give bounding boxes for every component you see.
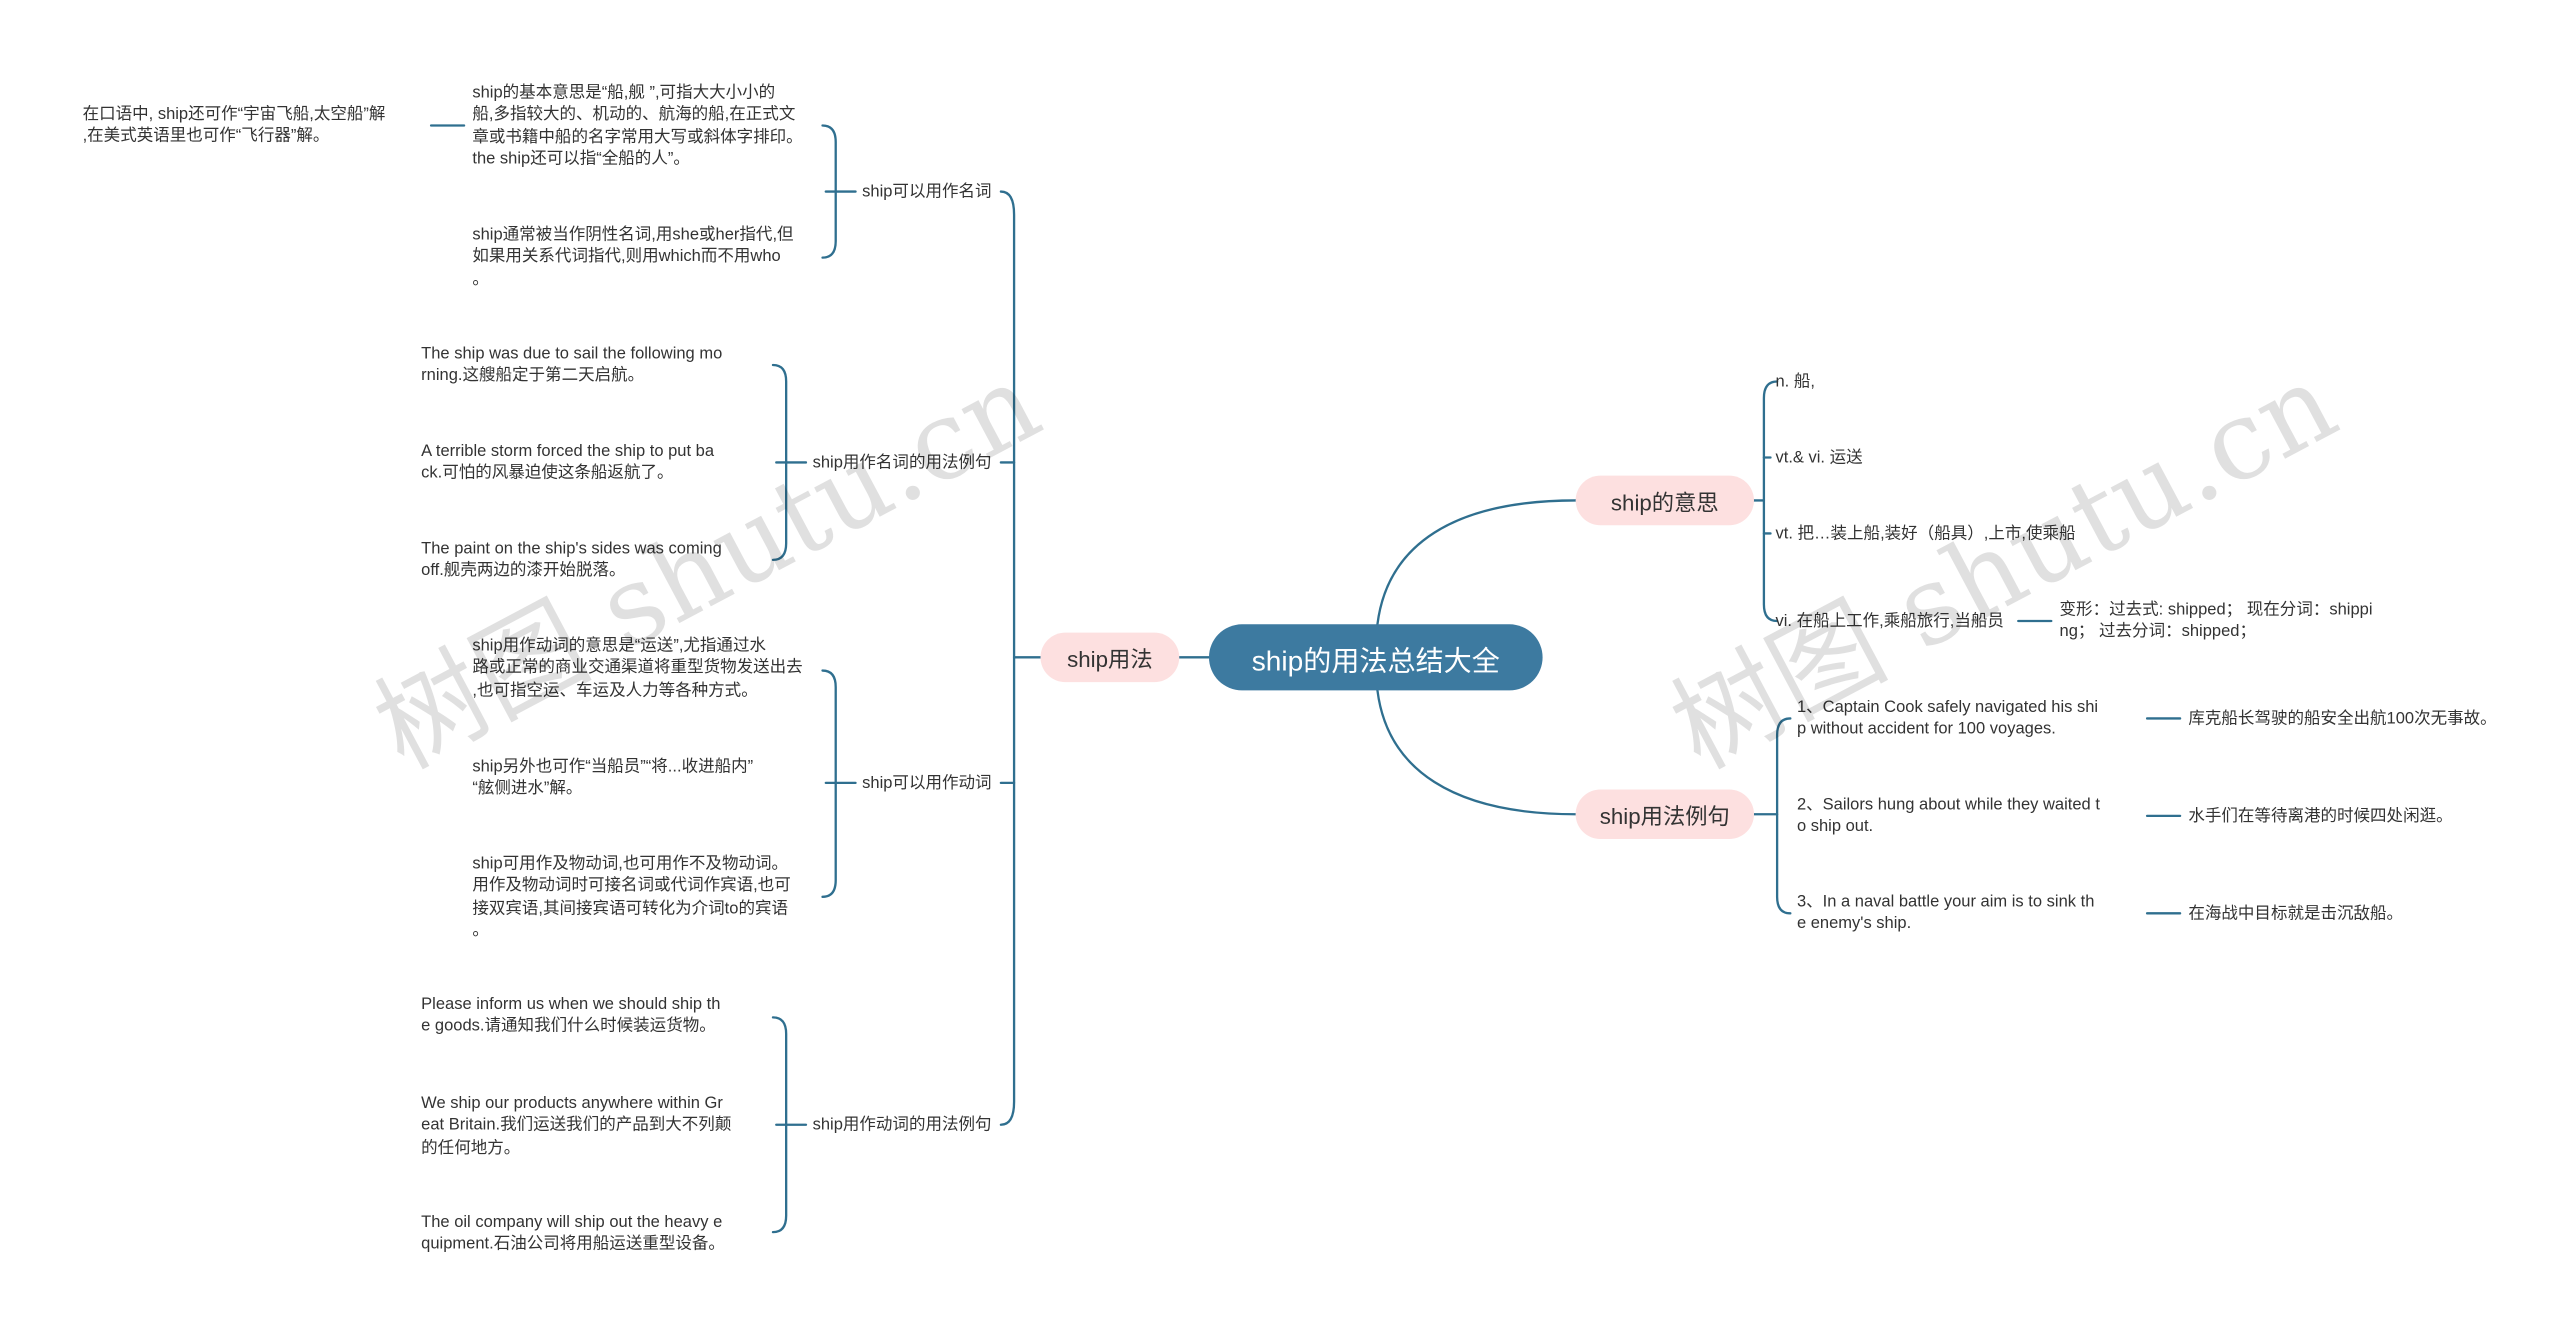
example-en-3: 3、In a naval battle your aim is to sink … — [1796, 893, 2095, 934]
verb-example-2: We ship our products anywhere within Gr … — [421, 1095, 732, 1158]
bracket-noun-examples — [771, 363, 788, 562]
noun-example-1: The ship was due to sail the following m… — [421, 345, 723, 386]
bracket-verb-examples — [771, 1016, 788, 1234]
meaning-leaf-3: vt. 把…装上船,装好（船具）,上市,使乘船 — [1775, 525, 2076, 544]
topic-noun-examples[interactable]: ship用作名词的用法例句 — [812, 454, 992, 473]
link-center-meaning — [1376, 499, 1577, 626]
topic-verb-examples[interactable]: ship用作动词的用法例句 — [812, 1116, 992, 1135]
noun-leaf-1: ship的基本意思是“船,舰 ”,可指大大小小的 船,多指较大的、机动的、航海的… — [472, 84, 803, 169]
example-zh-2: 水手们在等待离港的时候四处闲逛。 — [2188, 807, 2453, 826]
bracket-meaning — [1762, 380, 1779, 623]
topic-noun[interactable]: ship可以用作名词 — [862, 183, 992, 202]
central-topic[interactable]: ship的用法总结大全 — [1208, 624, 1543, 691]
bracket-noun — [821, 124, 837, 259]
main-topic-ship-usage[interactable]: ship用法 — [1040, 632, 1180, 683]
noun-note: 在口语中, ship还可作“宇宙飞船,太空船”解 ,在美式英语里也可作“飞行器”… — [82, 105, 386, 147]
meaning-forms: 变形：过去式: shipped； 现在分词：shippi ng； 过去分词：sh… — [2059, 601, 2373, 642]
verb-leaf-3: ship可用作及物动词,也可用作不及物动词。 用作及物动词时可接名词或代词作宾语… — [472, 855, 791, 941]
noun-example-3: The paint on the ship's sides was coming… — [421, 540, 722, 581]
verb-example-1: Please inform us when we should ship th … — [421, 995, 721, 1037]
meaning-leaf-2: vt.& vi. 运送 — [1775, 449, 1863, 468]
noun-example-2: A terrible storm forced the ship to put … — [421, 442, 715, 483]
example-en-1: 1、Captain Cook safely navigated his shi … — [1796, 698, 2099, 739]
example-zh-3: 在海战中目标就是击沉敌船。 — [2188, 905, 2404, 924]
example-en-2: 2、Sailors hung about while they waited t… — [1796, 796, 2100, 837]
meaning-leaf-1: n. 船, — [1775, 373, 1815, 392]
bracket-examples — [1775, 717, 1792, 915]
meaning-leaf-4: vi. 在船上工作,乘船旅行,当船员 — [1775, 612, 2004, 631]
main-topic-examples[interactable]: ship用法例句 — [1575, 789, 1754, 840]
topic-verb[interactable]: ship可以用作动词 — [862, 774, 992, 793]
example-zh-1: 库克船长驾驶的船安全出航100次无事故。 — [2188, 710, 2497, 729]
bracket-ship-usage — [999, 190, 1016, 1126]
main-topic-meaning[interactable]: ship的意思 — [1575, 475, 1754, 526]
verb-example-3: The oil company will ship out the heavy … — [421, 1213, 725, 1255]
link-center-examples — [1376, 689, 1577, 816]
verb-leaf-2: ship另外也可作“当船员”“将...收进船内” “舷侧进水”解。 — [472, 758, 754, 799]
bracket-verb — [821, 669, 837, 898]
noun-leaf-2: ship通常被当作阴性名词,用she或her指代,但 如果用关系代词指代,则用w… — [472, 226, 794, 289]
verb-leaf-1: ship用作动词的意思是“运送”,尤指通过水 路或正常的商业交通渠道将重型货物发… — [472, 637, 803, 700]
